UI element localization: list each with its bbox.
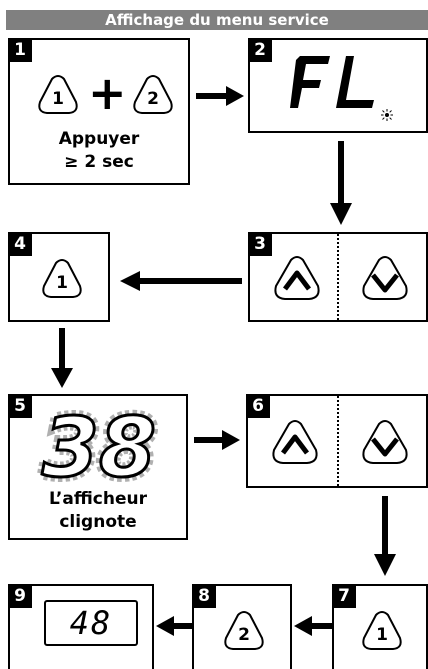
button-2-icon: 2: [224, 611, 264, 650]
sun-icon: [381, 109, 393, 121]
step-2-box: 2: [248, 38, 428, 133]
step-6-box: 6: [246, 394, 428, 488]
step-7-box: 7 1: [332, 584, 428, 669]
arrow-left-icon: [156, 616, 192, 636]
button-2-label: 2: [238, 625, 250, 645]
blinking-38-display: 38 38: [37, 396, 161, 501]
button-2-icon: 2: [133, 75, 173, 114]
chevron-down-icon: [362, 420, 408, 464]
arrow-left-icon: [294, 616, 332, 636]
dotted-divider: [337, 234, 339, 320]
step-9-number: 9: [8, 584, 32, 608]
display-digits: 38: [42, 401, 156, 496]
button-1-label: 1: [56, 273, 68, 293]
display-value: 48: [69, 604, 113, 642]
step-1-number: 1: [8, 38, 32, 62]
arrow-right-icon: [194, 430, 240, 450]
button-1-icon: 1: [362, 611, 402, 650]
lcd-display: 48: [44, 600, 138, 646]
button-2-label: 2: [147, 89, 159, 109]
button-1-icon: 1: [42, 259, 82, 298]
chevron-up-icon: [272, 420, 318, 464]
step-7-number: 7: [332, 584, 356, 608]
fl-display: [290, 56, 374, 108]
button-1-label: 1: [52, 89, 64, 109]
arrow-down-icon: [51, 328, 73, 388]
step-3-box: 3: [248, 232, 428, 322]
arrow-right-icon: [196, 86, 244, 106]
step-9-box: 9 48: [8, 584, 154, 669]
step-5-number: 5: [8, 394, 32, 418]
arrow-left-icon: [120, 271, 242, 291]
dotted-divider: [337, 396, 339, 486]
chevron-up-icon: [274, 256, 320, 300]
plus-sign: +: [88, 66, 127, 120]
step-4-number: 4: [8, 232, 32, 256]
step-2-number: 2: [248, 38, 272, 62]
blink-halo: 38: [42, 401, 156, 496]
button-1-icon: 1: [38, 75, 78, 114]
step-5-caption-line1: L’afficheur: [48, 489, 147, 509]
step-1-caption-line1: Appuyer: [58, 129, 140, 149]
step-8-box: 8 2: [192, 584, 292, 669]
step-3-number: 3: [248, 232, 272, 256]
step-1-caption-line2: ≥ 2 sec: [64, 152, 134, 172]
chevron-down-icon: [362, 256, 408, 300]
arrow-down-icon: [330, 141, 352, 225]
step-5-caption-line2: clignote: [59, 512, 137, 532]
arrow-down-icon: [374, 496, 396, 576]
step-5-box: 5 38 38 L’afficheur clignote: [8, 394, 188, 540]
step-6-number: 6: [246, 394, 270, 418]
step-8-number: 8: [192, 584, 216, 608]
button-1-label: 1: [376, 625, 388, 645]
step-1-box: 1 1 + 2 Appuyer ≥ 2 sec: [8, 38, 190, 185]
diagram-title: Affichage du menu service: [6, 10, 428, 30]
step-4-box: 4 1: [8, 232, 110, 322]
